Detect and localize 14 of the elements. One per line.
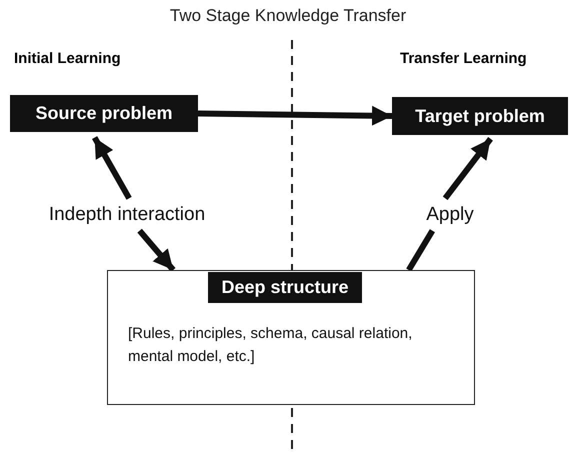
deep-structure-box [107, 270, 475, 405]
deep-structure-header: Deep structure [208, 272, 362, 303]
body-text: [Rules, principles, schema, causal relation, mental model, etc.] [128, 324, 414, 366]
section-heading: Transfer Learning [400, 50, 527, 67]
arrow [198, 106, 392, 126]
source-problem-box: Source problem [10, 95, 198, 132]
section-heading: Initial Learning [14, 50, 121, 67]
arrow [137, 228, 176, 272]
interaction-label: Indepth interaction [22, 201, 232, 228]
apply-label: Apply [410, 201, 490, 228]
arrow [92, 136, 132, 200]
target-problem-box: Target problem [392, 97, 568, 135]
arrow [442, 136, 493, 200]
title: Two Stage Knowledge Transfer [170, 6, 406, 25]
